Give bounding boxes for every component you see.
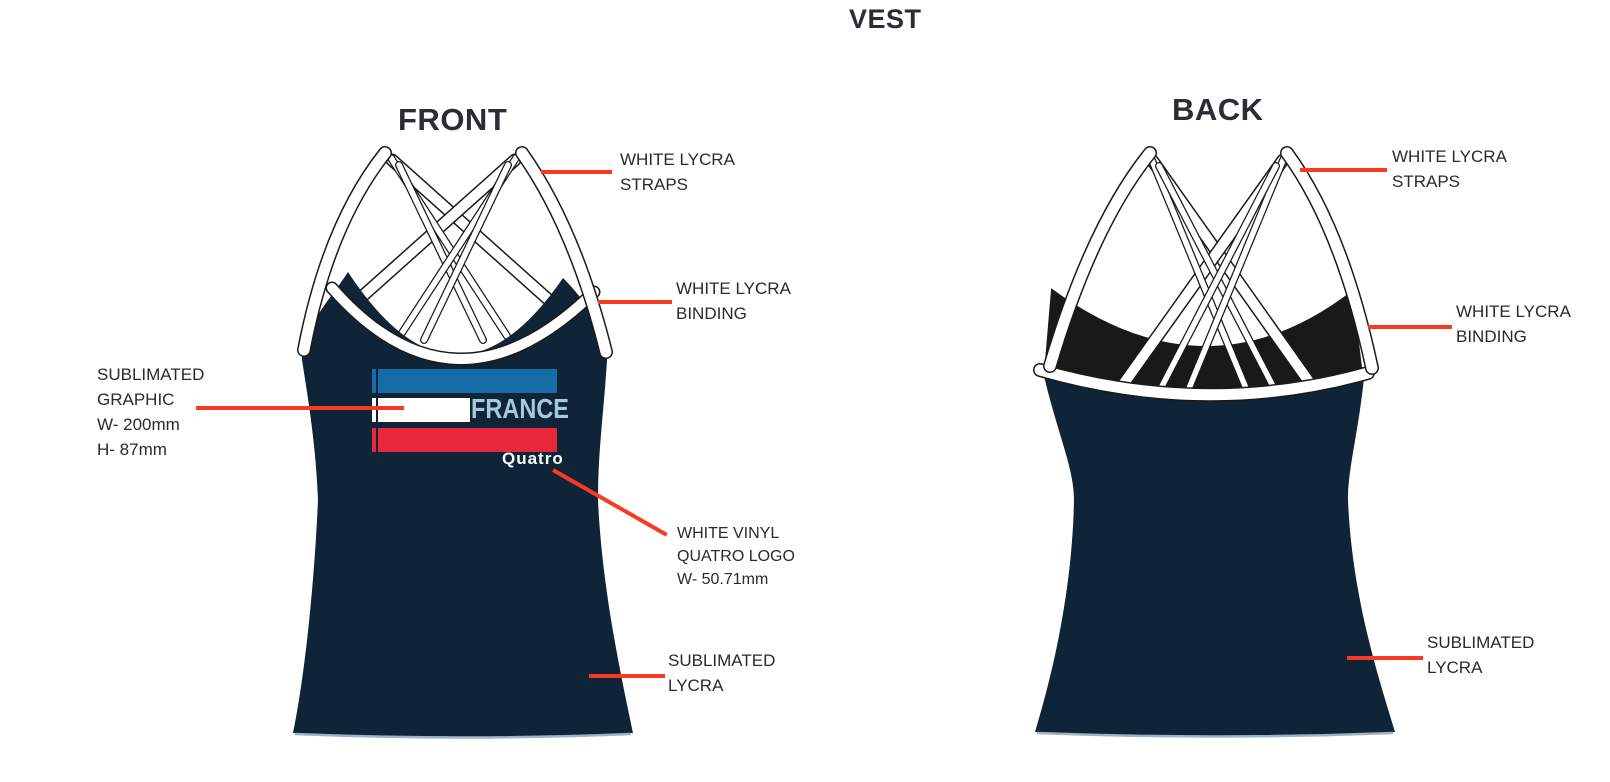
label-line: QUATRO LOGO [677, 548, 795, 565]
label-line: WHITE VINYL [677, 525, 780, 542]
label-line: BINDING [1456, 327, 1527, 346]
label-line: WHITE LYCRA [1456, 302, 1571, 321]
leader-back-lycra [1347, 656, 1423, 660]
label-back-binding: WHITE LYCRA BINDING [1456, 299, 1571, 349]
front-hem-highlight [294, 732, 632, 739]
label-line: STRAPS [620, 175, 689, 194]
label-front-graphic: SUBLIMATED GRAPHIC W- 200mm H- 87mm [97, 362, 204, 462]
front-binding-band [325, 281, 601, 366]
label-line: STRAPS [1392, 172, 1461, 191]
label-line: SUBLIMATED [668, 651, 776, 670]
leader-front-binding [598, 300, 672, 304]
label-back-lycra: SUBLIMATED LYCRA [1427, 630, 1534, 680]
front-straps [340, 153, 567, 344]
leader-back-binding [1368, 325, 1452, 329]
flag-tick-red [372, 428, 376, 452]
label-line: WHITE LYCRA [1392, 147, 1507, 166]
flag-tick-white [372, 398, 376, 422]
label-line: WHITE LYCRA [676, 279, 791, 298]
label-line: SUBLIMATED [97, 365, 205, 384]
flag-tick-blue [372, 369, 376, 393]
flag-stripe-red [378, 428, 557, 452]
label-line: BINDING [676, 304, 747, 323]
france-text: FRANCE [471, 393, 570, 424]
front-body-panel [293, 272, 633, 738]
back-garment-drawing [1033, 146, 1395, 738]
leader-front-straps [541, 170, 612, 174]
label-line: LYCRA [668, 676, 724, 695]
label-front-lycra: SUBLIMATED LYCRA [668, 648, 775, 698]
leader-front-lycra [589, 674, 665, 678]
label-front-binding: WHITE LYCRA BINDING [676, 276, 791, 326]
back-heading: BACK [1172, 92, 1264, 127]
label-front-straps: WHITE LYCRA STRAPS [620, 147, 735, 197]
flag-stripe-blue [378, 369, 557, 393]
label-line: WHITE LYCRA [620, 150, 735, 169]
label-line: LYCRA [1427, 658, 1483, 677]
label-front-logo: WHITE VINYL QUATRO LOGO W- 50.71mm [677, 522, 795, 591]
leader-front-graphic [196, 406, 404, 410]
label-back-straps: WHITE LYCRA STRAPS [1392, 144, 1507, 194]
quatro-logo: Quatro [502, 449, 564, 468]
front-view: FRANCE Quatro [270, 140, 650, 755]
page-title: VEST [849, 4, 922, 34]
label-line: W- 200mm [97, 415, 180, 434]
back-straps [1115, 153, 1319, 402]
front-heading: FRONT [398, 102, 508, 137]
front-armhole-bands [297, 146, 613, 359]
back-armhole-bands [1043, 146, 1379, 375]
back-view [1010, 140, 1410, 755]
back-body-panel [1035, 376, 1395, 737]
label-line: GRAPHIC [97, 390, 175, 409]
label-line: W- 50.71mm [677, 571, 769, 588]
label-line: H- 87mm [97, 440, 167, 459]
back-binding-band [1033, 363, 1375, 402]
leader-back-straps [1300, 168, 1387, 172]
label-line: SUBLIMATED [1427, 633, 1535, 652]
back-hem-highlight [1036, 731, 1394, 738]
flag-stripe-white [378, 398, 470, 422]
